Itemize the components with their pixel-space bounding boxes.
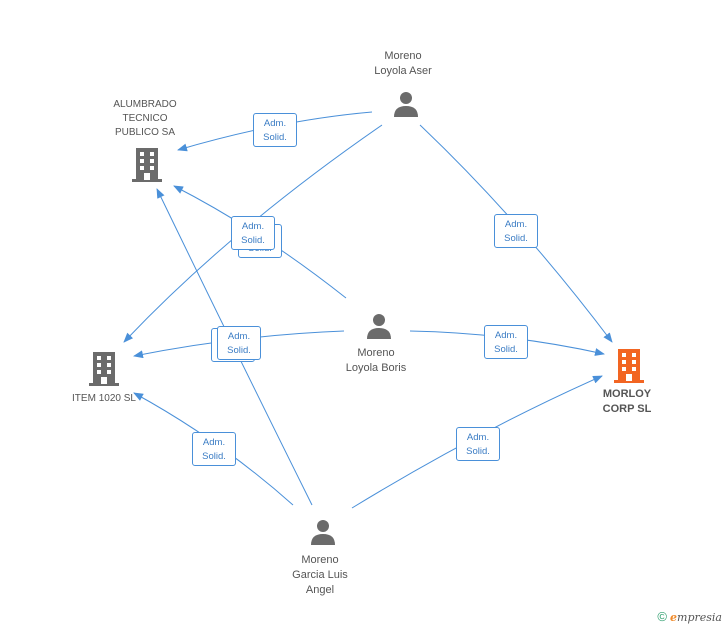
edge-label: Adm. Solid. bbox=[253, 113, 297, 147]
node-label-morloy[interactable]: MORLOY CORP SL bbox=[602, 388, 652, 415]
building-icon[interactable] bbox=[614, 349, 644, 383]
edge-label: Adm. Solid. bbox=[217, 326, 261, 360]
edge-label: Adm. Solid. bbox=[456, 427, 500, 461]
node-label-luis[interactable]: Moreno Garcia Luis Angel bbox=[292, 554, 348, 596]
edge-label: Adm. Solid. bbox=[231, 216, 275, 250]
edge-label: Adm. Solid. bbox=[484, 325, 528, 359]
edge-label: Adm. Solid. bbox=[192, 432, 236, 466]
node-label-boris[interactable]: Moreno Loyola Boris bbox=[345, 347, 407, 374]
footer-credit: © empresia bbox=[657, 609, 722, 624]
node-label-alumbrado[interactable]: ALUMBRADO TECNICO PUBLICO SA bbox=[113, 99, 177, 138]
edge-label: Adm. Solid. bbox=[494, 214, 538, 248]
node-label-item[interactable]: ITEM 1020 SL bbox=[72, 393, 136, 404]
building-icon[interactable] bbox=[132, 148, 162, 182]
building-icon[interactable] bbox=[89, 352, 119, 386]
person-icon[interactable] bbox=[365, 312, 393, 340]
node-label-aser[interactable]: Moreno Loyola Aser bbox=[374, 50, 432, 77]
brand-logo[interactable]: empresia bbox=[670, 611, 722, 624]
copyright-symbol: © bbox=[657, 609, 667, 624]
person-icon[interactable] bbox=[309, 518, 337, 546]
person-icon[interactable] bbox=[392, 90, 420, 118]
